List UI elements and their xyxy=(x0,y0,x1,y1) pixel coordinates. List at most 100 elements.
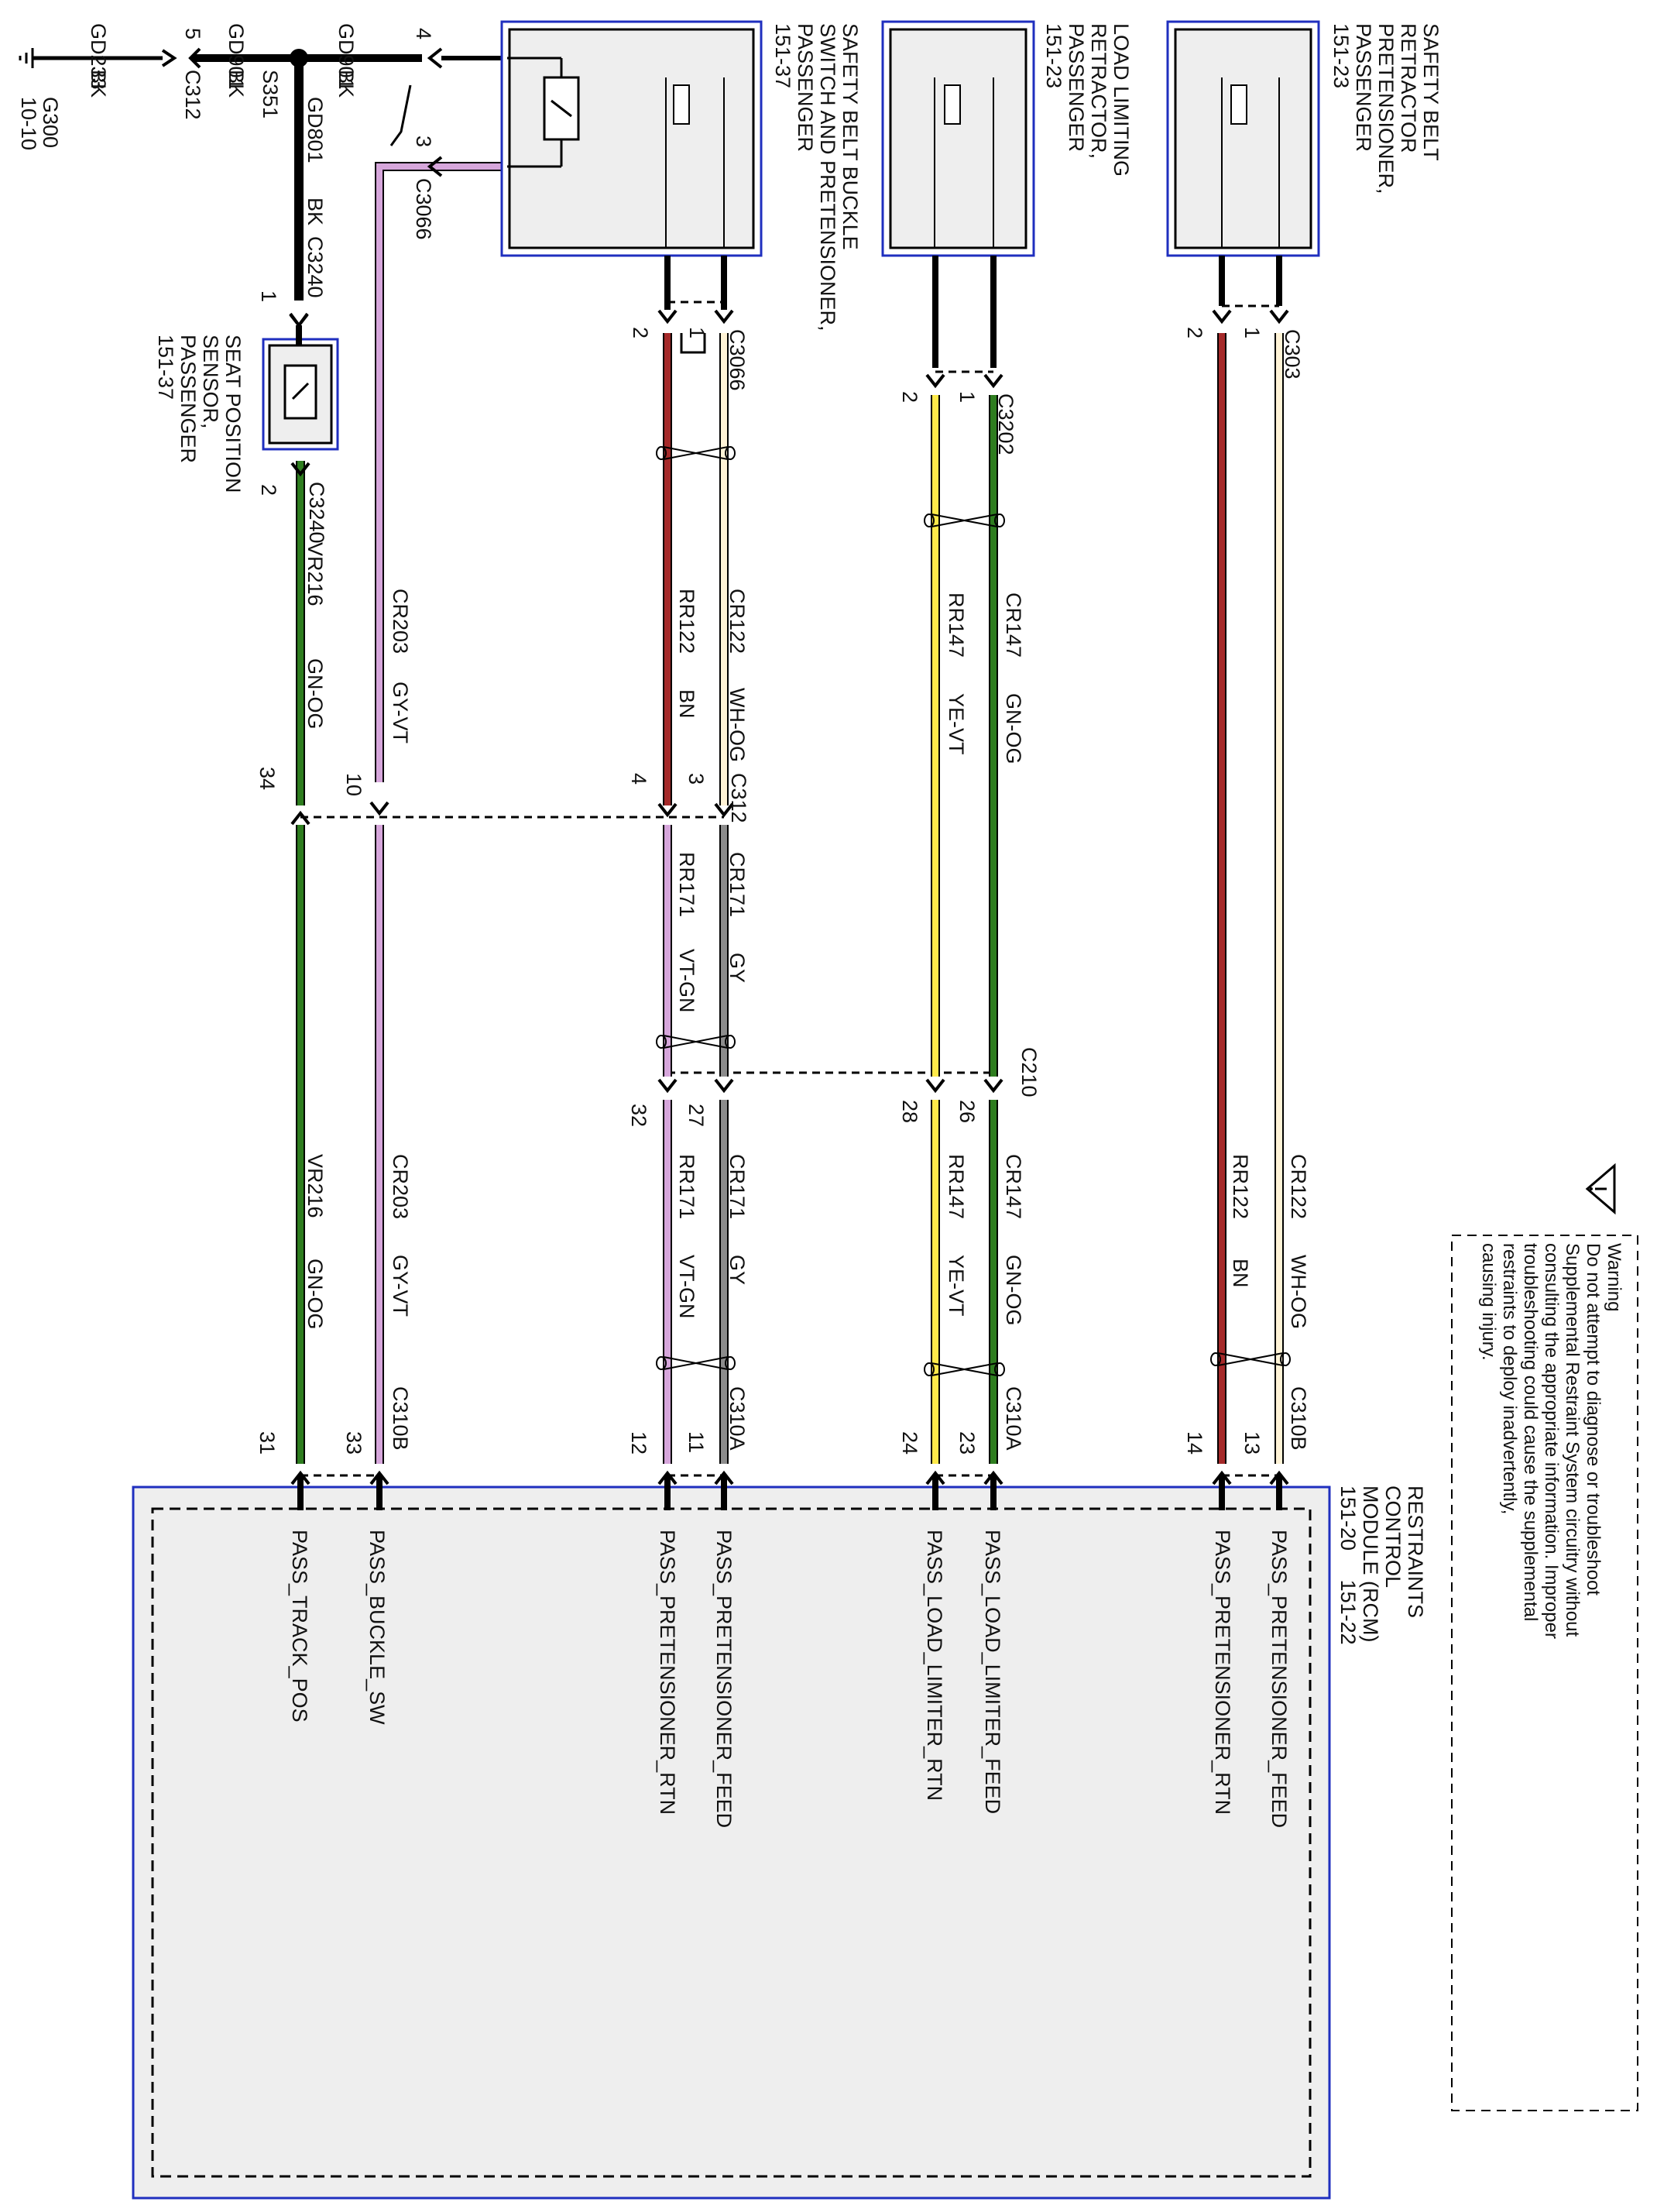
c303-pin2-arrow xyxy=(1212,309,1232,325)
seat-sensor-pin-1: 1 xyxy=(257,290,280,303)
rcm-pin-pass-pretensioner-rtn-b: PASS_PRETENSIONER_RTN xyxy=(1211,1530,1234,1815)
cr203-wire-upper xyxy=(375,156,503,782)
connector-arrows xyxy=(289,309,1289,1486)
wire-color-cr122-upper: WH-OG xyxy=(726,688,749,762)
wire-color-vr216-lower: GN-OG xyxy=(304,1259,327,1330)
load-limiter-box xyxy=(881,20,1035,257)
wire-label-rr147-upper: RR147 xyxy=(945,592,968,658)
warning-icon xyxy=(1585,1163,1616,1215)
c3066-jumper xyxy=(680,333,706,354)
c310b-pin-33: 33 xyxy=(342,1431,365,1455)
wire-color-vr216-upper: GN-OG xyxy=(304,658,327,730)
twist-rr171-cr171-lower xyxy=(656,1356,736,1370)
rcm-pin-pass-load-limiter-rtn: PASS_LOAD_LIMITER_RTN xyxy=(923,1530,946,1802)
seat-sensor-title: SEAT POSITION SENSOR, PASSENGER 151-37 xyxy=(154,335,245,493)
seat-sensor-pin-2: 2 xyxy=(257,484,280,496)
wire-color-cr122-lower: WH-OG xyxy=(1287,1255,1310,1329)
c3240-lower-label: C3240 xyxy=(305,482,328,544)
c3066-pin2-arrow xyxy=(657,309,678,325)
c312-pin3-arrow xyxy=(714,802,734,818)
wire-color-rr122-lower: BN xyxy=(1229,1259,1252,1288)
c310a-pin24-arrow xyxy=(925,1470,945,1486)
retractor-box xyxy=(1166,20,1320,257)
gd901-to-buckle xyxy=(427,47,507,69)
seat-sensor-box xyxy=(262,338,339,451)
c303-pin1-arrow xyxy=(1269,309,1289,325)
c3240-pin1-arrow xyxy=(289,313,309,328)
wire-runs xyxy=(296,256,1284,1510)
wire-color-cr203-lower: GY-VT xyxy=(389,1255,412,1317)
twist-rr147-cr147-upper xyxy=(924,514,1005,527)
gd801-color: BK xyxy=(304,198,327,226)
wire-label-cr171-lower: CR171 xyxy=(726,1154,749,1220)
c303-pin-2: 2 xyxy=(1183,327,1206,339)
c310b-pin-13: 13 xyxy=(1240,1431,1264,1455)
buckle-title: SAFETY BELT BUCKLE SWITCH AND PRETENSION… xyxy=(771,23,862,331)
c312-pin-34: 34 xyxy=(256,767,279,791)
c303-pin-1: 1 xyxy=(1240,327,1264,339)
wire-color-rr171-lower: VT-GN xyxy=(675,1255,698,1319)
c312-splice-label: C312 xyxy=(181,70,204,120)
c310b-pin31-arrow xyxy=(290,1470,310,1486)
wire-color-rr122-upper: BN xyxy=(675,689,698,719)
retractor-title: SAFETY BELT RETRACTOR PRETENSIONER, PASS… xyxy=(1329,23,1443,194)
c310a-pin-23: 23 xyxy=(955,1431,979,1455)
rcm-title: RESTRAINTS CONTROL MODULE (RCM) 151-20 1… xyxy=(1336,1486,1427,1645)
c210-pin-27: 27 xyxy=(684,1104,708,1128)
buckle-pin-3-label: 3 xyxy=(412,136,435,148)
c310b-pin-31: 31 xyxy=(256,1431,279,1455)
c3066-lower-pin-1: 1 xyxy=(685,327,708,339)
ground-color-label: BK xyxy=(87,70,110,98)
c310a-pin11-arrow xyxy=(714,1470,734,1486)
c310b-right-label: C310B xyxy=(1287,1386,1310,1451)
wire-label-rr171-mid: RR171 xyxy=(675,852,698,918)
c310a-pin-12: 12 xyxy=(627,1431,650,1455)
c312-pin4-arrow xyxy=(657,802,678,818)
wire-label-vr216-lower: VR216 xyxy=(304,1154,327,1218)
c3240-pin2-arrow xyxy=(290,462,310,477)
c3202-pin-1: 1 xyxy=(955,391,979,404)
buckle-box xyxy=(500,20,763,257)
wire-label-vr216-upper: VR216 xyxy=(304,542,327,606)
c3066-upper-label: C3066 xyxy=(412,178,435,240)
c310b-pin13-arrow xyxy=(1269,1470,1289,1486)
c210-label: C210 xyxy=(1017,1047,1041,1097)
rcm-pin-pass-buckle-sw: PASS_BUCKLE_SW xyxy=(365,1530,389,1725)
rcm-pin-pass-pretensioner-feed-a: PASS_PRETENSIONER_FEED xyxy=(712,1530,736,1829)
ground-location-label: G300 xyxy=(39,97,62,149)
c210-pin-26: 26 xyxy=(955,1100,979,1124)
c312-pin-4: 4 xyxy=(627,773,650,785)
wire-label-cr122-lower: CR122 xyxy=(1287,1154,1310,1220)
c312-pin-5-label: 5 xyxy=(181,28,204,40)
c310a-pin12-arrow xyxy=(657,1470,678,1486)
c310b-left-label: C310B xyxy=(389,1386,412,1451)
warning-box xyxy=(1451,1235,1638,2111)
twist-rr122-cr122-retractor xyxy=(1210,1352,1291,1366)
c312-pin10-arrow xyxy=(369,801,389,816)
warning-text: Warning Do not attempt to diagnose or tr… xyxy=(1478,1243,1624,1639)
c3066-lower-label: C3066 xyxy=(726,329,749,391)
c312-pin-10: 10 xyxy=(342,773,365,797)
c310a-label: C310A xyxy=(726,1386,749,1451)
c310b-pin-14: 14 xyxy=(1183,1431,1206,1455)
c312-label: C312 xyxy=(727,773,750,823)
wire-color-cr147-upper: GN-OG xyxy=(1002,693,1025,764)
rcm-pin-pass-track-pos: PASS_TRACK_POS xyxy=(288,1530,311,1723)
gd901-right-color: BK xyxy=(334,70,358,98)
gd801-label: GD801 xyxy=(304,97,327,163)
c3202-pin1-arrow xyxy=(983,373,1003,389)
wire-label-cr122-upper: CR122 xyxy=(726,589,749,654)
wire-label-rr171-lower: RR171 xyxy=(675,1154,698,1220)
c312-pin-3: 3 xyxy=(684,773,708,785)
wire-color-rr147-upper: YE-VT xyxy=(945,693,968,755)
wire-color-cr147-lower: GN-OG xyxy=(1002,1255,1025,1326)
buckle-pin-4-label: 4 xyxy=(412,28,435,40)
c3240-upper-label: C3240 xyxy=(304,236,327,298)
wire-label-rr147-lower: RR147 xyxy=(945,1154,968,1220)
ground-page-label: 10-10 xyxy=(17,97,40,151)
wire-color-cr171-mid: GY xyxy=(726,953,749,984)
c312-pin34-arrow xyxy=(290,810,310,826)
c210-pin26-arrow xyxy=(983,1078,1003,1094)
